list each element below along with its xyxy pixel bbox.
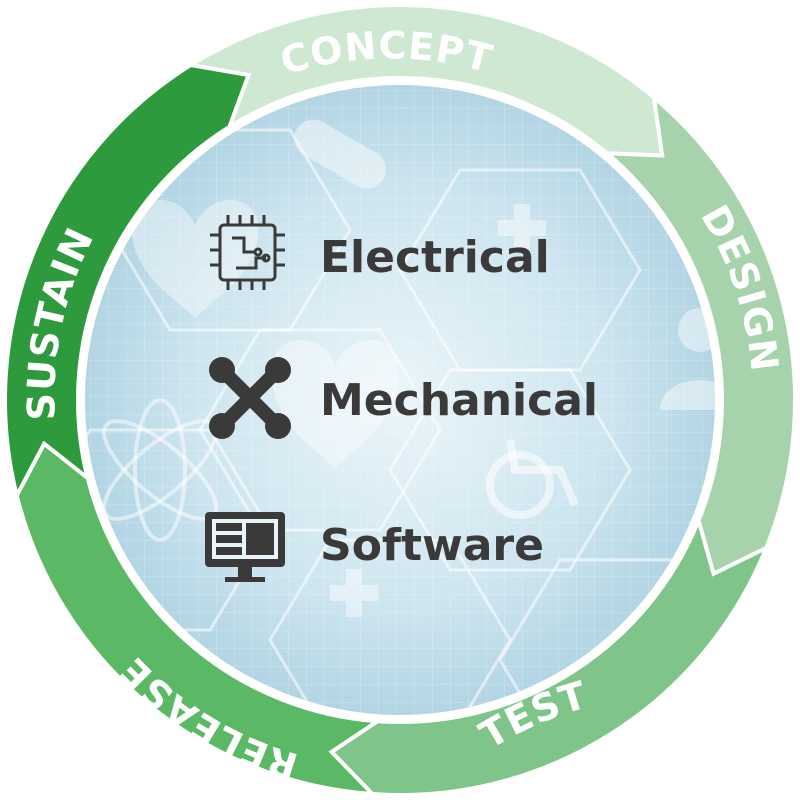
heart-cross-icon [271,340,399,468]
medical-cross-icon [330,204,546,617]
ring-segment-sustain [3,62,252,502]
crossed-wrenches-icon [209,357,291,439]
monitor-icon [205,512,285,582]
discipline-label-mechanical: Mechanical [320,375,598,426]
discipline-mechanical: Mechanical [209,357,598,439]
pill-icon [294,119,386,189]
discipline-software: Software [205,512,544,582]
discipline-label-electrical: Electrical [320,232,550,283]
discipline-label-software: Software [320,520,544,571]
lifecycle-ring [3,3,797,797]
circuit-chip-icon [210,215,285,290]
discipline-electrical: Electrical [210,215,550,290]
wheelchair-icon [486,439,579,519]
